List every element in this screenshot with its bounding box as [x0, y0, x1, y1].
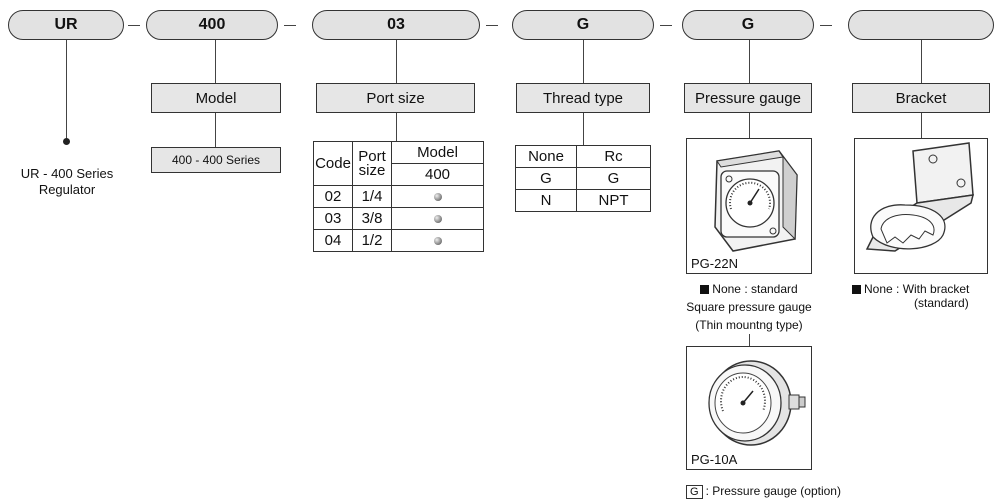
- table-row: G G: [515, 167, 651, 190]
- bracket-header: Bracket: [852, 83, 990, 113]
- code-series: UR: [8, 10, 124, 40]
- code-bracket: [848, 10, 994, 40]
- col-header-port-size-text: Port size: [358, 147, 386, 179]
- code-port-size: 03: [312, 10, 480, 40]
- port-size-header: Port size: [316, 83, 475, 113]
- port-size-table: Code Port size Model 400 02 1/4 03 3/8 0…: [313, 141, 484, 252]
- code-pressure-gauge: G: [682, 10, 814, 40]
- cell-thread-code: None: [515, 145, 577, 168]
- model-header: Model: [151, 83, 281, 113]
- pg-10a-label: PG-10A: [691, 452, 738, 467]
- cell-thread-code: N: [515, 189, 577, 212]
- separator: [820, 25, 832, 26]
- separator: [660, 25, 672, 26]
- table-row: None Rc: [515, 145, 651, 168]
- col-header-model: Model: [391, 141, 484, 164]
- connector-line: [396, 40, 397, 83]
- connector-line: [396, 113, 397, 141]
- availability-dot: [391, 185, 484, 208]
- cell-thread-type: NPT: [576, 189, 651, 212]
- connector-line: [66, 40, 67, 140]
- pg-10a-photo: PG-10A: [686, 346, 812, 470]
- table-row: 02 1/4: [313, 185, 484, 208]
- gauge-option-text: : Pressure gauge (option): [705, 484, 841, 498]
- cell-code: 02: [313, 185, 353, 208]
- square-bullet-icon: [700, 285, 710, 294]
- availability-dot: [391, 229, 484, 252]
- square-bullet-icon: [852, 285, 861, 294]
- connector-line: [215, 113, 216, 147]
- code-thread-type: G: [512, 10, 654, 40]
- model-option: 400 - 400 Series: [151, 147, 281, 173]
- gauge-note-2: Square pressure gauge: [686, 300, 812, 314]
- bracket-note-1: None : With bracket: [852, 282, 1000, 296]
- gauge-option-note: G: Pressure gauge (option): [686, 484, 886, 499]
- cell-code: 03: [313, 207, 353, 230]
- connector-line: [215, 40, 216, 83]
- col-header-port-size: Port size: [352, 141, 392, 186]
- connector-line: [921, 40, 922, 83]
- code-model: 400: [146, 10, 278, 40]
- cell-thread-type: G: [576, 167, 651, 190]
- separator: [284, 25, 296, 26]
- cell-size: 1/4: [352, 185, 392, 208]
- cell-thread-code: G: [515, 167, 577, 190]
- gauge-note-3: (Thin mountng type): [695, 318, 803, 332]
- round-gauge-image: [708, 360, 806, 446]
- col-header-model-value: 400: [391, 163, 484, 186]
- cell-size: 1/2: [352, 229, 392, 252]
- table-row: 03 3/8: [313, 207, 484, 230]
- thread-type-header: Thread type: [516, 83, 650, 113]
- bracket-note-2: (standard): [914, 296, 969, 310]
- option-key-box: G: [686, 485, 703, 499]
- connector-dot: [63, 138, 70, 145]
- pg-22n-label: PG-22N: [691, 256, 738, 271]
- connector-line: [583, 113, 584, 145]
- series-label: UR - 400 Series Regulator: [20, 166, 114, 197]
- cell-size: 3/8: [352, 207, 392, 230]
- connector-line: [749, 40, 750, 83]
- separator: [486, 25, 498, 26]
- col-header-code: Code: [313, 141, 353, 186]
- bracket-note-1-text: None : With bracket: [864, 282, 970, 296]
- connector-line: [583, 40, 584, 83]
- separator: [128, 25, 140, 26]
- bracket-image: [865, 142, 974, 252]
- gauge-note-1-text: None : standard: [712, 282, 798, 296]
- square-gauge-image: [714, 150, 798, 252]
- availability-dot: [391, 207, 484, 230]
- cell-code: 04: [313, 229, 353, 252]
- connector-line: [749, 113, 750, 138]
- table-row: N NPT: [515, 189, 651, 212]
- thread-type-table: None Rc G G N NPT: [515, 145, 651, 212]
- gauge-note-1: None : standard: [682, 282, 816, 296]
- pressure-gauge-header: Pressure gauge: [684, 83, 812, 113]
- connector-line: [749, 334, 750, 346]
- cell-thread-type: Rc: [576, 145, 651, 168]
- table-row: 04 1/2: [313, 229, 484, 252]
- connector-line: [921, 113, 922, 138]
- bracket-photo: [854, 138, 988, 274]
- pg-22n-photo: PG-22N: [686, 138, 812, 274]
